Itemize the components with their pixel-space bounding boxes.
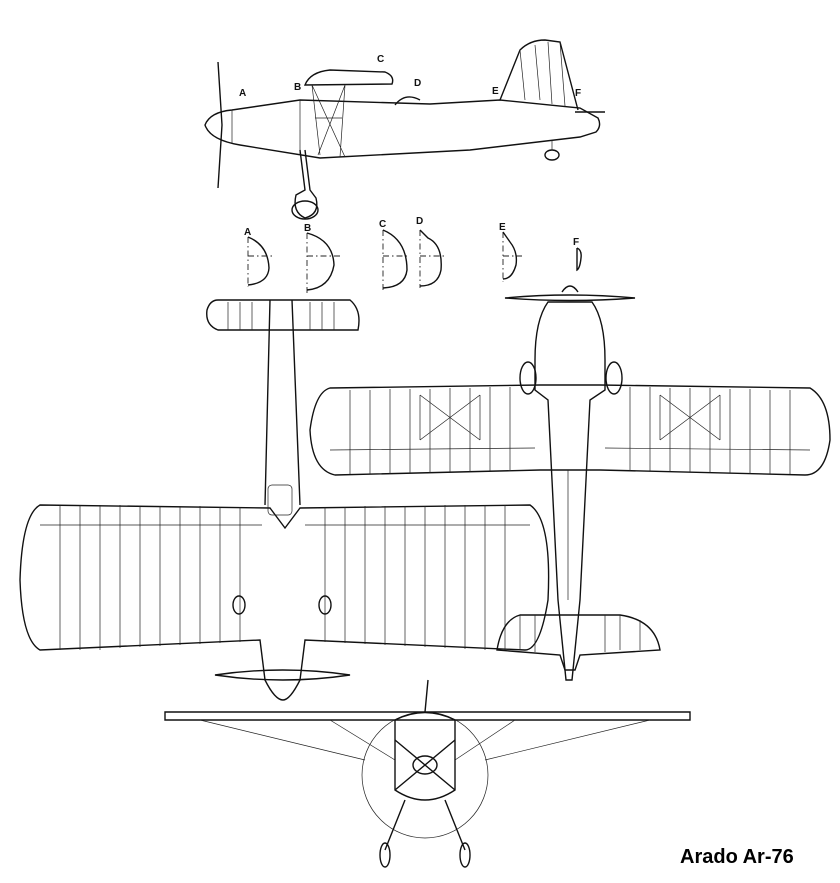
side-label-d: D: [414, 78, 421, 89]
side-label-b: B: [294, 82, 301, 93]
underside-plan-view: [19, 299, 550, 701]
section-label-a: A: [244, 227, 251, 238]
side-label-f: F: [575, 88, 581, 99]
top-plan-view: [309, 285, 831, 681]
section-label-b: B: [304, 223, 311, 234]
section-label-e: E: [499, 222, 506, 233]
side-view: A B C D E F: [204, 39, 605, 220]
section-label-c: C: [379, 219, 386, 230]
side-label-e: E: [492, 86, 499, 97]
side-label-a: A: [239, 88, 246, 99]
cross-sections: A B C D E F: [244, 216, 582, 295]
front-view: [164, 679, 691, 868]
side-label-c: C: [377, 54, 384, 65]
drawing-title: Arado Ar-76: [680, 846, 794, 868]
section-label-f: F: [573, 237, 579, 248]
section-label-d: D: [416, 216, 423, 227]
